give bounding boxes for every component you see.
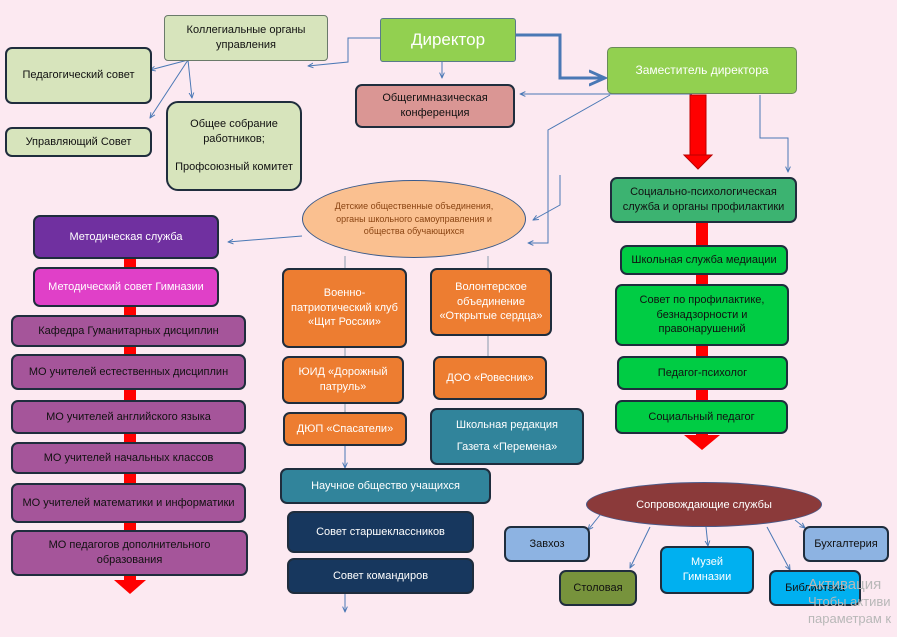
dyup-label: ДЮП «Спасатели» [296, 422, 394, 435]
director-box: Директор [380, 18, 516, 62]
doo-box: ДОО «Ровесник» [433, 356, 547, 400]
conference-box: Общегимназическая конференция [355, 84, 515, 128]
method-service-box: Методическая служба [33, 215, 219, 259]
children-assoc-ellipse: Детские общественные объединения, органы… [302, 180, 526, 258]
mo-additional-label: МО педагогов дополнительного образования [48, 539, 211, 566]
zavhoz-label: Завхоз [529, 537, 565, 550]
collegial-label: Коллегиальные органы управления [186, 24, 306, 51]
volunteer-label: Волонтерское объединение «Открытые сердц… [439, 280, 543, 323]
mo-additional-box: МО педагогов дополнительного образования [11, 530, 248, 576]
doo-label: ДОО «Ровесник» [446, 371, 534, 384]
commanders-council-box: Совет командиров [287, 558, 474, 594]
general-meeting-box: Общее собрание работников; Профсоюзный к… [166, 101, 302, 191]
method-council-box: Методический совет Гимназии [33, 267, 219, 307]
mo-english-label: МО учителей английского языка [46, 410, 211, 423]
dept-humanities-box: Кафедра Гуманитарных дисциплин [11, 315, 246, 347]
mediation-box: Школьная служба медиации [620, 245, 788, 275]
museum-box: Музей Гимназии [660, 546, 754, 594]
library-label: Библиотека [785, 581, 845, 594]
military-club-label: Военно-патриотический клуб «Щит России» [291, 286, 398, 329]
general-meeting-label: Общее собрание работников; [190, 118, 278, 146]
social-teacher-box: Социальный педагог [615, 400, 788, 434]
ped-council-label: Педагогический совет [22, 69, 135, 82]
psychologist-box: Педагог-психолог [617, 356, 788, 390]
volunteer-box: Волонтерское объединение «Открытые сердц… [430, 268, 552, 336]
mo-primary-label: МО учителей начальных классов [43, 451, 214, 464]
mo-math-label: МО учителей математики и информатики [22, 496, 235, 509]
conference-label: Общегимназическая конференция [382, 92, 488, 119]
editorial-label: Школьная редакция [456, 419, 558, 432]
editorial-box: Школьная редакция Газета «Перемена» [430, 408, 584, 465]
social-teacher-label: Социальный педагог [648, 410, 755, 423]
deputy-label: Заместитель директора [635, 63, 769, 78]
science-society-box: Научное общество учащихся [280, 468, 491, 504]
watermark-line-3: параметрам к [808, 611, 892, 626]
mo-english-box: МО учителей английского языка [11, 400, 246, 434]
yuid-box: ЮИД «Дорожный патруль» [282, 356, 404, 404]
support-services-ellipse: Сопровождающие службы [586, 482, 822, 527]
social-service-label: Социально-психологическая служба и орган… [622, 186, 785, 213]
accounting-label: Бухгалтерия [814, 537, 878, 550]
museum-label: Музей Гимназии [682, 556, 732, 583]
director-deputy-connector [516, 33, 605, 78]
newspaper-label: Газета «Перемена» [456, 440, 558, 453]
science-society-label: Научное общество учащихся [311, 479, 460, 492]
managing-council-label: Управляющий Совет [25, 135, 132, 148]
mediation-label: Школьная служба медиации [631, 253, 777, 266]
mo-math-box: МО учителей математики и информатики [11, 483, 246, 523]
zavhoz-box: Завхоз [504, 526, 590, 562]
military-club-box: Военно-патриотический клуб «Щит России» [282, 268, 407, 348]
mo-science-label: МО учителей естественных дисциплин [28, 365, 229, 378]
accounting-box: Бухгалтерия [803, 526, 889, 562]
canteen-label: Столовая [573, 581, 623, 594]
thin-connectors [150, 37, 805, 612]
canteen-box: Столовая [559, 570, 637, 606]
dyup-box: ДЮП «Спасатели» [283, 412, 407, 446]
director-label: Директор [410, 29, 486, 49]
prevention-council-label: Совет по профилактике, безнадзорности и … [639, 293, 765, 336]
ped-council-box: Педагогический совет [5, 47, 152, 104]
method-service-label: Методическая служба [69, 230, 183, 243]
activation-watermark: Активация Чтобы активи параметрам к [808, 576, 891, 627]
red-arrow-deputy [682, 94, 714, 170]
senior-council-label: Совет старшеклассников [316, 525, 445, 538]
method-council-label: Методический совет Гимназии [48, 280, 204, 293]
mo-science-box: МО учителей естественных дисциплин [11, 354, 246, 390]
managing-council-box: Управляющий Совет [5, 127, 152, 157]
psychologist-label: Педагог-психолог [657, 366, 748, 379]
social-service-box: Социально-психологическая служба и орган… [610, 177, 797, 223]
watermark-line-1: Активация [808, 576, 882, 593]
prevention-council-box: Совет по профилактике, безнадзорности и … [615, 284, 789, 346]
support-services-label: Сопровождающие службы [636, 498, 772, 511]
deputy-box: Заместитель директора [607, 47, 797, 94]
collegial-box: Коллегиальные органы управления [164, 15, 328, 61]
yuid-label: ЮИД «Дорожный патруль» [298, 366, 388, 393]
union-label: Профсоюзный комитет [175, 160, 293, 173]
children-assoc-label: Детские общественные объединения, органы… [334, 201, 494, 237]
senior-council-box: Совет старшеклассников [287, 511, 474, 553]
commanders-council-label: Совет командиров [332, 569, 429, 582]
watermark-line-2: Чтобы активи [808, 594, 891, 609]
dept-humanities-label: Кафедра Гуманитарных дисциплин [38, 324, 219, 337]
library-box: Библиотека [769, 570, 861, 606]
mo-primary-box: МО учителей начальных классов [11, 442, 246, 474]
central-guides [344, 256, 489, 412]
